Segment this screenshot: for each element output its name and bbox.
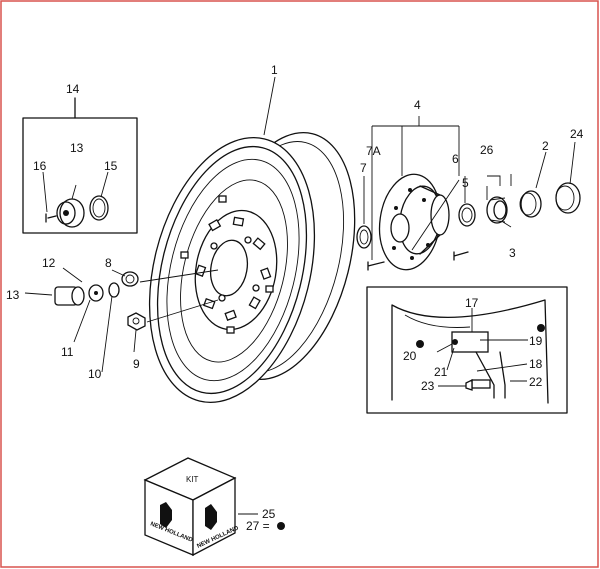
callout-6: 6: [452, 152, 459, 166]
cap-part: [555, 182, 581, 214]
detail-box-14: [22, 117, 138, 234]
callout-22: 22: [529, 375, 543, 389]
kit-label: KIT: [186, 475, 199, 484]
seal-part: [356, 225, 372, 249]
callout-24: 24: [570, 127, 584, 141]
callout-5: 5: [462, 176, 469, 190]
callout-10: 10: [88, 367, 102, 381]
o-ring-part: [89, 195, 109, 221]
callout-13-left: 13: [6, 288, 20, 302]
callout-9: 9: [133, 357, 140, 371]
screw-part: [45, 213, 57, 223]
callout-7a: 7A: [366, 144, 381, 158]
callout-3: 3: [509, 246, 516, 260]
callout-12: 12: [42, 256, 56, 270]
callout-7: 7: [360, 161, 367, 175]
hub-assembly: [378, 173, 450, 271]
detail-box-17: [366, 286, 568, 414]
callout-2: 2: [542, 139, 549, 153]
callout-17: 17: [465, 296, 479, 310]
callout-1: 1: [271, 63, 278, 77]
callout-14: 14: [66, 82, 80, 96]
legend-dot-icon: [416, 340, 424, 348]
hub-cap-part: [56, 198, 85, 228]
stud-part: [367, 261, 385, 271]
callout-18: 18: [529, 357, 543, 371]
legend-dot-icon: [452, 339, 458, 345]
callout-25: 25: [262, 507, 276, 521]
bearing-cup-part: [520, 190, 542, 218]
callout-15: 15: [104, 159, 118, 173]
kit-legend-text: 27 =: [246, 519, 270, 533]
legend-dot-icon: [537, 324, 545, 332]
callout-16: 16: [33, 159, 47, 173]
bearing-cone-part: [458, 203, 476, 227]
bearing-part: [486, 196, 508, 224]
callout-8: 8: [105, 256, 112, 270]
callout-26: 26: [480, 143, 494, 157]
spacer-part: [121, 271, 139, 287]
callout-11: 11: [61, 345, 74, 359]
callout-4: 4: [414, 98, 421, 112]
nut-part: [127, 312, 146, 331]
callout-23: 23: [421, 379, 435, 393]
callout-20: 20: [403, 349, 417, 363]
callout-19: 19: [529, 334, 543, 348]
hub-cap-left-part: [54, 286, 85, 306]
legend-dot-icon: [277, 522, 285, 530]
wheel-rim: [148, 131, 356, 403]
callout-21: 21: [434, 365, 448, 379]
washer-part: [108, 282, 120, 298]
callout-13-box: 13: [70, 141, 84, 155]
kit-cube: [143, 457, 237, 557]
